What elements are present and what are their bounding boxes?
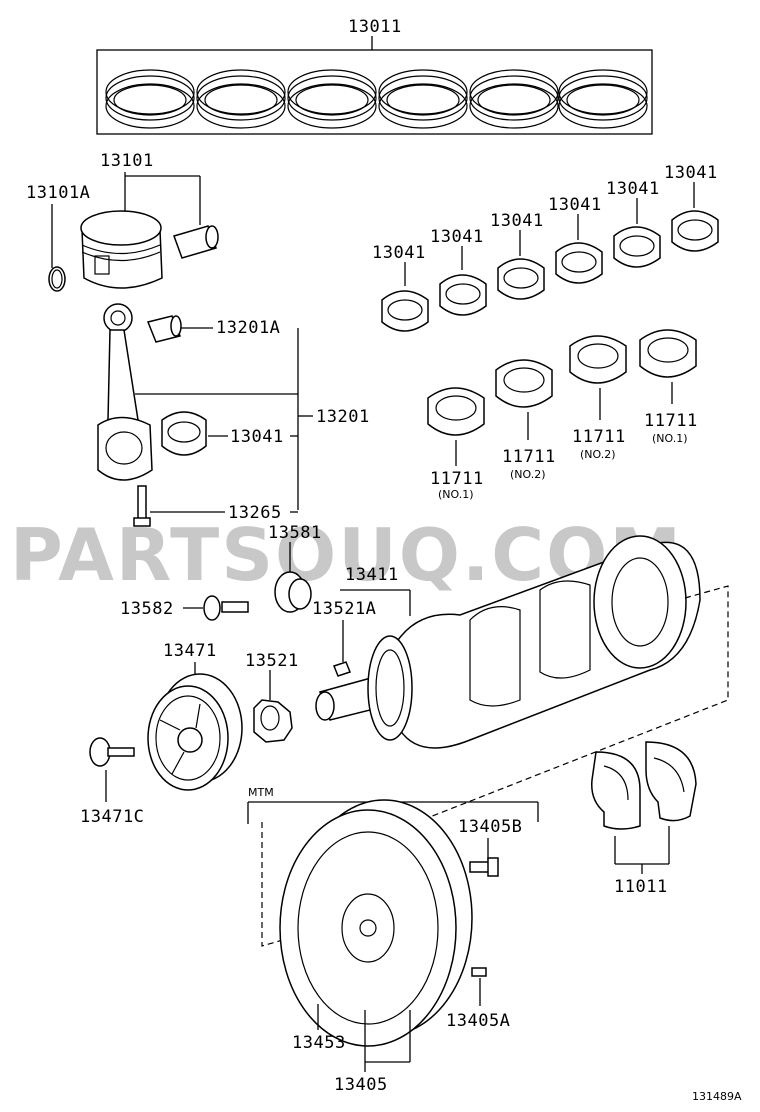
figure-code: 131489A	[692, 1090, 742, 1103]
flywheel-dowel-pin[interactable]	[471, 967, 487, 977]
note-11711-b: (NO.2)	[510, 468, 546, 481]
main-bearing-lower-3[interactable]	[569, 335, 627, 384]
label-13453[interactable]: 13453	[292, 1033, 346, 1053]
piston[interactable]	[80, 210, 163, 289]
connecting-rod-group: 13201A 13201 13041 13265	[97, 303, 370, 527]
label-13521[interactable]: 13521	[245, 651, 299, 671]
crankshaft-group: 13411 13521A	[312, 535, 729, 825]
crankshaft-timing-gear[interactable]	[253, 699, 293, 743]
pulley-bolt[interactable]	[89, 737, 135, 767]
connecting-rod[interactable]	[97, 303, 153, 481]
piston-ring-3[interactable]	[287, 69, 377, 129]
flywheel-group: MTM 13405B 13405A 13453 13405	[247, 786, 539, 1095]
main-bearing-lower-2[interactable]	[495, 359, 553, 408]
label-13101A[interactable]: 13101A	[26, 183, 90, 203]
piston-ring-4[interactable]	[378, 69, 468, 129]
label-13201[interactable]: 13201	[316, 407, 370, 427]
crankshaft-sprocket[interactable]	[367, 635, 413, 741]
piston-ring-set[interactable]	[105, 69, 648, 129]
crankshaft[interactable]	[315, 535, 701, 749]
label-13411[interactable]: 13411	[345, 565, 399, 585]
piston-ring-5[interactable]	[469, 69, 559, 129]
piston-ring-set-box	[96, 49, 653, 135]
sprocket-key[interactable]	[333, 661, 351, 677]
label-13041-4[interactable]: 13041	[548, 195, 602, 215]
crankshaft-bearing-upper-2[interactable]	[439, 274, 487, 316]
thrust-washer-1[interactable]	[591, 751, 641, 830]
crankshaft-bearing-upper-4[interactable]	[555, 242, 603, 284]
crankshaft-bearing-upper-6[interactable]	[671, 210, 719, 252]
piston-ring-set-group: 13011	[96, 17, 653, 135]
crankshaft-bearing-upper-1[interactable]	[381, 290, 429, 332]
label-13521A[interactable]: 13521A	[312, 599, 376, 619]
note-11711-d: (NO.1)	[652, 432, 688, 445]
plate-bolt[interactable]	[203, 595, 249, 621]
label-13265[interactable]: 13265	[228, 503, 282, 523]
label-13101[interactable]: 13101	[100, 151, 154, 171]
label-11711-c[interactable]: 11711	[572, 427, 626, 447]
label-11711-b[interactable]: 11711	[502, 447, 556, 467]
label-13405B[interactable]: 13405B	[458, 817, 522, 837]
label-13041-6[interactable]: 13041	[664, 163, 718, 183]
label-13041-5[interactable]: 13041	[606, 179, 660, 199]
thrust-washer-group: 11011	[591, 741, 697, 897]
connecting-rod-bearing[interactable]	[161, 411, 207, 456]
piston-group: 13101 13101A	[26, 151, 219, 292]
label-13405[interactable]: 13405	[334, 1075, 388, 1095]
piston-ring-6[interactable]	[558, 69, 648, 129]
crankshaft-bearing-upper-5[interactable]	[613, 226, 661, 268]
piston-pin-snap-ring[interactable]	[48, 266, 66, 292]
crankshaft-pulley[interactable]	[147, 673, 243, 791]
label-13041-1[interactable]: 13041	[372, 243, 426, 263]
flywheel-bolt[interactable]	[469, 857, 499, 877]
piston-pin[interactable]	[173, 225, 219, 259]
flywheel[interactable]	[279, 799, 473, 1047]
piston-ring-1[interactable]	[105, 69, 195, 129]
label-11711-d[interactable]: 11711	[644, 411, 698, 431]
label-13471[interactable]: 13471	[163, 641, 217, 661]
connecting-rod-bolt[interactable]	[133, 485, 151, 527]
label-mtm: MTM	[248, 786, 274, 799]
crankshaft-bearing-upper-3[interactable]	[497, 258, 545, 300]
label-13041-2[interactable]: 13041	[430, 227, 484, 247]
main-bearing-lower-1[interactable]	[427, 387, 485, 436]
label-13201A[interactable]: 13201A	[216, 318, 280, 338]
label-13581[interactable]: 13581	[268, 523, 322, 543]
piston-ring-2[interactable]	[196, 69, 286, 129]
thrust-washer-2[interactable]	[645, 741, 697, 822]
label-13041-3[interactable]: 13041	[490, 211, 544, 231]
connecting-rod-bushing[interactable]	[146, 315, 182, 343]
main-bearing-group: 11711 (NO.1) 11711 (NO.2) 11711 (NO.2) 1…	[427, 329, 698, 501]
note-11711-a: (NO.1)	[438, 488, 474, 501]
crankshaft-bearing-group: 13041 13041 13041 13041 13041 13041	[372, 163, 719, 332]
note-11711-c: (NO.2)	[580, 448, 616, 461]
label-13011[interactable]: 13011	[348, 17, 402, 37]
main-bearing-lower-4[interactable]	[639, 329, 697, 378]
crankshaft-pulley-group: 13471 13521 13471C	[80, 641, 299, 827]
label-11011[interactable]: 11011	[614, 877, 668, 897]
label-11711-a[interactable]: 11711	[430, 469, 484, 489]
label-13405A[interactable]: 13405A	[446, 1011, 510, 1031]
label-13471C[interactable]: 13471C	[80, 807, 144, 827]
label-13041-rod-bearing[interactable]: 13041	[230, 427, 284, 447]
crankshaft-sensor-plate[interactable]	[274, 571, 312, 613]
label-13582[interactable]: 13582	[120, 599, 174, 619]
timing-sprocket-group: 13581 13582	[120, 523, 322, 621]
